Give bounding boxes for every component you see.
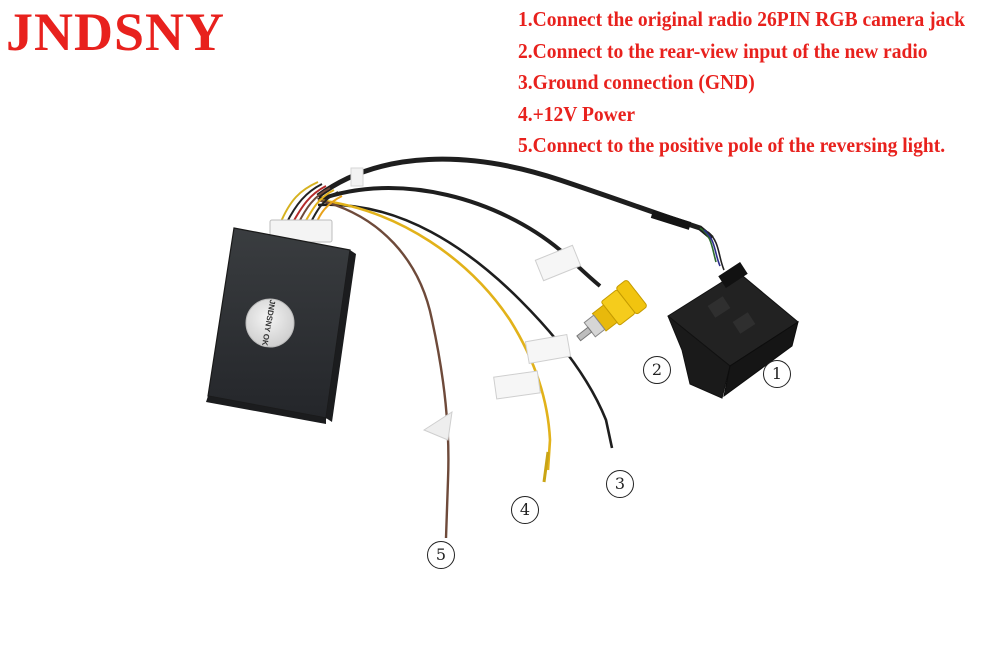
power-wire [317,198,552,471]
callout-2: 2 [643,356,671,384]
reverse-light-wire [317,198,450,539]
ground-wire [317,203,614,449]
brand-logo: JNDSNY [6,2,226,62]
instruction-item: 1.Connect the original radio 26PIN RGB c… [518,7,965,31]
instruction-item: 2.Connect to the rear-view input of the … [518,38,928,63]
rca-plug [576,280,647,342]
main-black-cable [316,156,714,240]
callout-5: 5 [427,541,455,569]
callout-1: 1 [763,360,791,388]
rgb-26pin-connector [667,262,799,399]
rca-cable [317,186,602,288]
instruction-item: 3.Ground connection (GND) [518,70,755,94]
decoder-module: JNDSNY OK [206,227,356,424]
callout-3: 3 [606,470,634,498]
instruction-item: 4.+12V Power [518,101,636,126]
callout-4: 4 [511,496,539,524]
instruction-item: 5.Connect to the positive pole of the re… [518,133,946,157]
instruction-list: 1.Connect the original radio 26PIN RGB c… [518,4,996,162]
cable-sleeve [650,210,692,230]
